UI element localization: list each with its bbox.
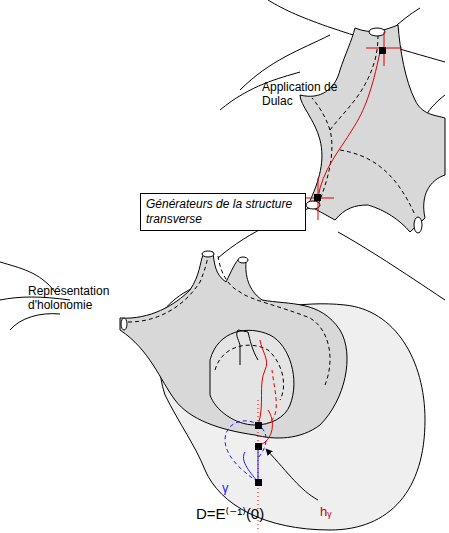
holonomy-arrow [266,449,318,500]
tube-core [312,32,415,215]
domain-label: D=E⁽⁻¹⁾(0) [196,505,306,522]
box-text: Générateurs de la structure transverse [141,194,305,230]
leaf-surface [210,330,294,425]
tube-core [128,256,330,400]
leaf-surface [300,25,445,232]
map-label: Application de Dulac [262,80,362,108]
transversal [258,32,402,530]
base-point [255,47,386,486]
leaf-surface [120,252,347,438]
loop-label: γ [222,480,236,495]
annotation-box: Générateurs de la structure transverse [140,193,306,231]
loop-gamma [225,421,266,482]
map-label: Représentation d'holonomie [28,284,128,312]
holonomy-label: hᵧ [320,504,350,519]
